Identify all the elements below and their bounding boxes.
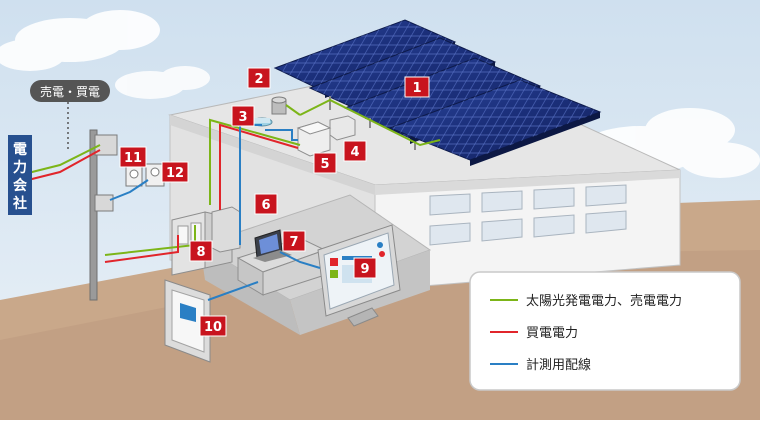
marker-1: 1: [405, 77, 429, 97]
marker-5: 5: [314, 153, 336, 173]
svg-text:1: 1: [412, 81, 421, 96]
legend: 太陽光発電電力、売電電力 買電電力 計測用配線: [470, 272, 740, 390]
svg-text:2: 2: [254, 72, 263, 87]
legend-label: 買電電力: [526, 326, 578, 341]
svg-text:3: 3: [238, 110, 247, 125]
marker-8: 8: [190, 241, 212, 261]
svg-text:12: 12: [166, 166, 184, 181]
marker-7: 7: [283, 231, 305, 251]
legend-label: 太陽光発電電力、売電電力: [526, 293, 682, 309]
legend-label: 計測用配線: [526, 357, 591, 373]
marker-12: 12: [162, 162, 188, 182]
marker-10: 10: [200, 316, 226, 336]
sale-purchase-label: 売電・買電: [30, 80, 110, 102]
svg-text:9: 9: [360, 262, 369, 277]
svg-text:11: 11: [124, 151, 142, 166]
svg-text:8: 8: [196, 245, 205, 260]
utility-char: 会: [13, 177, 28, 194]
svg-text:5: 5: [320, 157, 329, 172]
marker-6: 6: [255, 194, 277, 214]
marker-9: 9: [354, 258, 376, 278]
svg-text:10: 10: [204, 320, 222, 335]
svg-text:7: 7: [289, 235, 298, 250]
marker-2: 2: [248, 68, 270, 88]
marker-3: 3: [232, 106, 254, 126]
sale-purchase-text: 売電・買電: [40, 84, 100, 99]
svg-text:6: 6: [261, 198, 270, 213]
utility-char: 力: [13, 159, 27, 176]
marker-4: 4: [344, 141, 366, 161]
marker-11: 11: [120, 147, 146, 167]
utility-char: 社: [12, 195, 27, 212]
utility-company-label: 電 力 会 社: [8, 135, 32, 215]
utility-char: 電: [13, 141, 27, 158]
svg-text:4: 4: [350, 145, 359, 160]
